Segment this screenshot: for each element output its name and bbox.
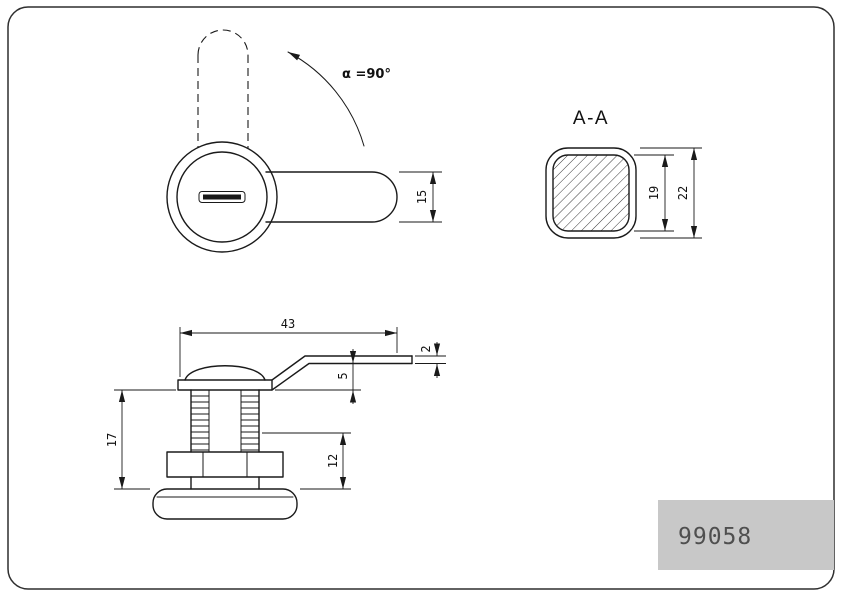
section-view: A-A 19 22 (545, 108, 702, 239)
dim-body-22: 22 (640, 147, 702, 239)
part-number-label: 99058 (678, 524, 752, 550)
cam-rotated-dashed-outline (197, 29, 249, 148)
dome-head (184, 365, 266, 381)
lock-body-outer-circle (166, 141, 278, 253)
side-view: 43 17 12 5 2 (105, 317, 446, 520)
lock-face-inner-circle (176, 151, 268, 243)
dim-thread-length-12: 12 (262, 432, 351, 490)
thread-marks (190, 395, 260, 451)
dim-label-22: 22 (676, 186, 690, 200)
section-outer-profile (545, 147, 637, 239)
hex-nut (166, 451, 284, 478)
dim-label-19: 19 (647, 186, 661, 200)
dim-cam-offset-5: 5 (275, 349, 361, 404)
keyway-slot-outline (198, 191, 246, 203)
threaded-body (190, 389, 260, 453)
section-title: A-A (573, 108, 609, 129)
dim-label-2: 2 (419, 345, 433, 352)
dim-label-43: 43 (281, 317, 295, 331)
bottom-cap (152, 488, 298, 520)
rotation-angle-label: α =90° (342, 67, 391, 82)
dim-core-19: 19 (634, 154, 674, 232)
cam-lever-side (271, 355, 413, 391)
keyway-slot (203, 194, 241, 200)
mounting-plate (177, 379, 273, 391)
dim-label-15: 15 (415, 190, 429, 204)
sheet-border (7, 6, 835, 590)
dim-cam-width-15: 15 (399, 171, 442, 223)
dim-label-12: 12 (326, 454, 340, 468)
front-view: α =90° 15 (166, 29, 442, 253)
cam-lever-front (265, 171, 398, 223)
dim-label-17: 17 (105, 433, 119, 447)
section-hatched-core (552, 154, 630, 232)
dim-cam-thickness-2: 2 (415, 342, 446, 378)
dim-total-length-43: 43 (179, 317, 398, 377)
part-number-box (658, 500, 834, 570)
dim-label-5: 5 (336, 372, 350, 379)
rotation-arc-arrow (287, 51, 365, 147)
dim-body-height-17: 17 (105, 389, 176, 490)
title-block: 99058 (658, 500, 834, 570)
